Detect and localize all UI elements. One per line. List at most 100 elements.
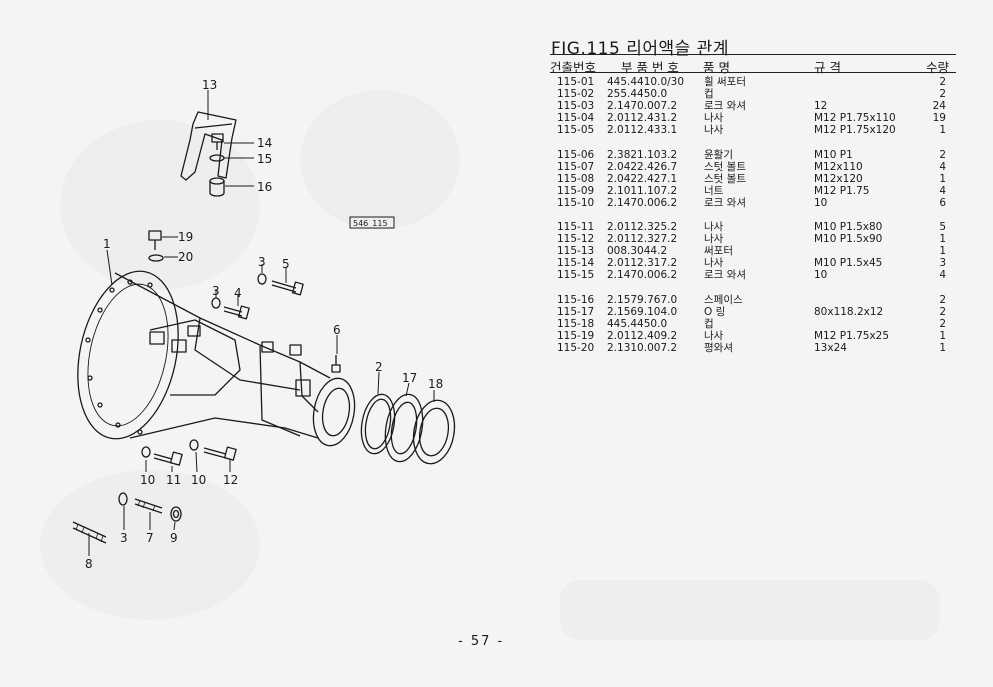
washer-part-3 bbox=[257, 273, 267, 285]
cell-spec: M12 P1.75x110 bbox=[814, 112, 896, 125]
cell-qty: 1 bbox=[939, 341, 946, 354]
cell-spec: M12 P1.75x120 bbox=[814, 124, 896, 137]
header-rule bbox=[550, 72, 956, 73]
callout-18: 18 bbox=[428, 377, 443, 391]
header-part-name: 품 명 bbox=[703, 60, 730, 75]
cell-part-no: 2.1470.007.2 bbox=[607, 100, 678, 113]
cell-part-name: 평와셔 bbox=[704, 341, 733, 354]
cell-part-no: 2.0112.431.2 bbox=[607, 112, 678, 125]
cell-ref-no: 115-17 bbox=[557, 305, 595, 318]
cell-part-name: 휠 써포터 bbox=[704, 76, 746, 88]
cell-part-name: 스페이스 bbox=[704, 293, 743, 306]
cell-ref-no: 115-20 bbox=[557, 341, 595, 354]
cell-part-name: 나사 bbox=[704, 233, 724, 246]
header-qty: 수량 bbox=[926, 60, 950, 75]
cell-qty: 2 bbox=[939, 88, 946, 101]
support-bracket bbox=[180, 111, 237, 181]
cell-spec: M12 P1.75 bbox=[814, 184, 870, 197]
cell-qty: 2 bbox=[939, 305, 946, 318]
o-ring-part-2 bbox=[360, 393, 396, 455]
cell-spec: 12 bbox=[814, 100, 828, 113]
cell-part-no: 2.0112.409.2 bbox=[607, 329, 678, 342]
cell-part-no: 2.3821.103.2 bbox=[607, 148, 678, 161]
cell-part-name: 컵 bbox=[704, 88, 714, 101]
cell-part-name: 나사 bbox=[704, 112, 724, 125]
cell-ref-no: 115-10 bbox=[557, 196, 595, 209]
callout-13: 13 bbox=[202, 78, 217, 92]
cell-part-name: 로크 와셔 bbox=[704, 196, 746, 209]
title-rule bbox=[550, 54, 956, 55]
washer-part-20 bbox=[148, 254, 164, 262]
cell-part-no: 2.1470.006.2 bbox=[607, 269, 678, 282]
cell-ref-no: 115-08 bbox=[557, 172, 595, 185]
ring-part-17 bbox=[384, 393, 424, 463]
cell-part-no: 2.0422.427.1 bbox=[607, 172, 678, 185]
cell-spec: M10 P1.5x45 bbox=[814, 257, 883, 270]
spacer-part-16 bbox=[209, 181, 225, 197]
callout-10: 10 bbox=[191, 473, 206, 487]
cell-ref-no: 115-15 bbox=[557, 269, 595, 282]
washer-part-15 bbox=[209, 154, 225, 162]
cell-spec: M12x120 bbox=[814, 172, 863, 185]
cell-qty: 3 bbox=[939, 257, 946, 270]
cell-part-name: O 링 bbox=[704, 305, 726, 318]
cell-qty: 4 bbox=[939, 184, 946, 197]
cell-part-no: 2.1310.007.2 bbox=[607, 341, 678, 354]
cell-ref-no: 115-19 bbox=[557, 329, 595, 342]
cell-part-name: 컵 bbox=[704, 317, 714, 330]
callout-17: 17 bbox=[402, 371, 417, 385]
cell-ref-no: 115-05 bbox=[557, 124, 595, 137]
cell-part-name: 나사 bbox=[704, 257, 724, 270]
callout-4: 4 bbox=[234, 286, 242, 300]
header-part-no: 부 품 번 호 bbox=[621, 60, 679, 75]
callout-2: 2 bbox=[375, 360, 383, 374]
cell-qty: 1 bbox=[939, 329, 946, 342]
callout-16: 16 bbox=[257, 180, 272, 194]
cell-spec: 80x118.2x12 bbox=[814, 305, 884, 318]
callout-20: 20 bbox=[178, 250, 193, 264]
cell-spec: M12 P1.75x25 bbox=[814, 329, 890, 342]
header-ref-no: 건출번호 bbox=[550, 60, 597, 75]
bolt-part-11 bbox=[153, 453, 173, 464]
cell-ref-no: 115-18 bbox=[557, 317, 595, 330]
cup-part-18 bbox=[412, 399, 456, 465]
callout-3: 3 bbox=[258, 255, 266, 269]
grease-nipple-part-6 bbox=[331, 355, 341, 373]
cell-part-no: 445.4450.0 bbox=[607, 317, 668, 330]
cell-qty: 4 bbox=[939, 160, 946, 173]
callout-6: 6 bbox=[333, 323, 341, 337]
callout-7: 7 bbox=[146, 531, 154, 545]
cell-part-name: 써포터 bbox=[704, 245, 733, 258]
cell-part-no: 2.0422.426.7 bbox=[607, 160, 678, 173]
header-spec: 규 격 bbox=[814, 60, 841, 75]
cell-part-no: 445.4410.0/30 bbox=[607, 76, 685, 88]
cell-qty: 1 bbox=[939, 124, 946, 137]
cell-part-no: 2.0112.433.1 bbox=[607, 124, 678, 137]
cell-ref-no: 115-07 bbox=[557, 160, 595, 173]
exploded-parts-diagram: 13 14 15 16 19 20 1 3 5 3 4 6 2 17 18 10… bbox=[72, 78, 456, 571]
cell-ref-no: 115-14 bbox=[557, 257, 595, 270]
cell-qty: 2 bbox=[939, 76, 946, 88]
cell-qty: 24 bbox=[932, 100, 946, 113]
figure-label: 546_115 bbox=[353, 219, 388, 228]
cell-ref-no: 115-13 bbox=[557, 245, 595, 258]
cell-part-no: 2.0112.317.2 bbox=[607, 257, 678, 270]
cell-ref-no: 115-06 bbox=[557, 148, 595, 161]
figure-label-box bbox=[349, 216, 395, 229]
page-number: - 57 - bbox=[458, 634, 505, 649]
bolt-part-5 bbox=[271, 280, 297, 293]
cell-qty: 5 bbox=[939, 221, 946, 233]
axle-housing bbox=[77, 270, 356, 447]
background-smudge bbox=[560, 580, 940, 640]
cell-ref-no: 115-01 bbox=[557, 76, 595, 88]
cell-part-name: 나사 bbox=[704, 221, 724, 233]
cell-spec: M10 P1.5x80 bbox=[814, 221, 883, 233]
callout-8: 8 bbox=[85, 557, 93, 571]
stud-bolt-part-7 bbox=[134, 498, 163, 514]
cell-ref-no: 115-02 bbox=[557, 88, 595, 101]
cell-part-name: 스텃 볼트 bbox=[704, 160, 746, 173]
cell-qty: 1 bbox=[939, 233, 946, 246]
cell-part-name: 로크 와셔 bbox=[704, 269, 746, 282]
cell-spec: M10 P1 bbox=[814, 148, 853, 161]
